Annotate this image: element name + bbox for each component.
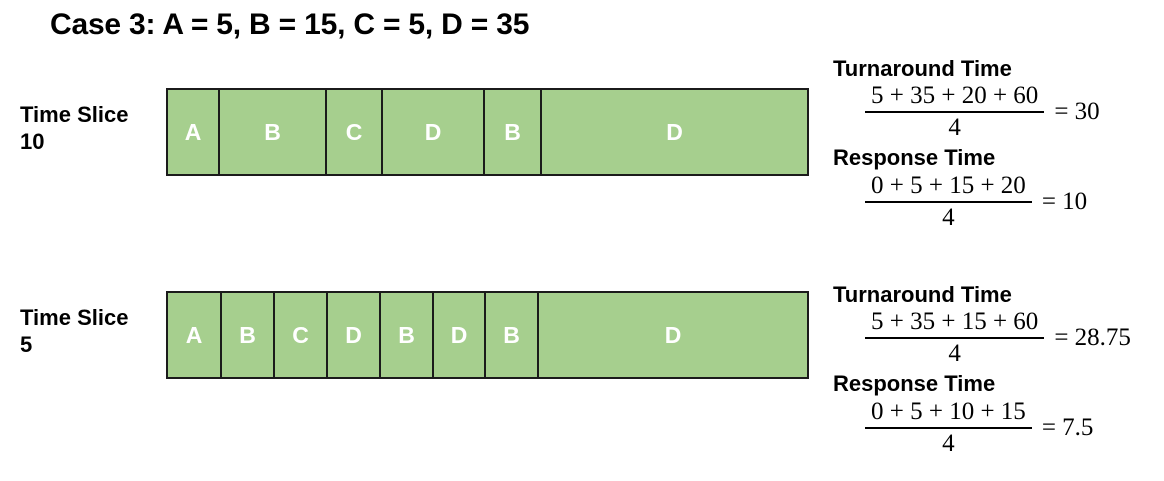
row-label-time-slice-5: Time Slice 5 xyxy=(20,305,165,359)
timeline-segment-b: B xyxy=(381,293,434,377)
row-label-time-slice-10: Time Slice 10 xyxy=(20,102,165,156)
segment-label: B xyxy=(398,321,415,348)
fraction-numerator: 0 + 5 + 15 + 20 xyxy=(871,171,1026,199)
row-label-line1: Time Slice xyxy=(20,102,129,127)
fraction: 0 + 5 + 15 + 20 4 xyxy=(865,172,1032,232)
timeline-segment-b: B xyxy=(222,293,275,377)
row-label-line2: 10 xyxy=(20,128,45,154)
metric-title: Response Time xyxy=(833,145,996,171)
timeline-segment-b: B xyxy=(485,90,542,174)
fraction: 5 + 35 + 15 + 60 4 xyxy=(865,308,1045,368)
fraction-denominator: 4 xyxy=(942,203,955,231)
segment-label: D xyxy=(664,321,682,348)
fraction: 0 + 5 + 10 + 15 4 xyxy=(865,398,1032,458)
timeline-segment-d: D xyxy=(434,293,486,377)
metric-response-time: Response Time 0 + 5 + 10 + 15 4 = 7.5 xyxy=(833,371,1131,457)
metric-turnaround-time: Turnaround Time 5 + 35 + 20 + 60 4 = 30 xyxy=(833,56,1100,142)
metric-turnaround-time: Turnaround Time 5 + 35 + 15 + 60 4 = 28.… xyxy=(833,282,1131,368)
segment-label: D xyxy=(424,118,442,145)
segment-label: B xyxy=(264,118,281,145)
metric-result: = 30 xyxy=(1054,98,1100,126)
timeline-segment-a: A xyxy=(168,90,220,174)
segment-label: D xyxy=(345,321,362,348)
metric-formula: 0 + 5 + 10 + 15 4 = 7.5 xyxy=(833,398,1131,458)
page-title: Case 3: A = 5, B = 15, C = 5, D = 35 xyxy=(50,8,530,41)
timeline-segment-d: D xyxy=(383,90,485,174)
timeline-segment-c: C xyxy=(275,293,328,377)
metric-result: = 28.75 xyxy=(1054,324,1131,352)
segment-label: A xyxy=(185,321,203,348)
metric-formula: 0 + 5 + 15 + 20 4 = 10 xyxy=(833,172,1100,232)
fraction-bar xyxy=(865,337,1045,340)
metric-title: Turnaround Time xyxy=(833,282,1012,307)
timeline-segment-d: D xyxy=(539,293,807,377)
metric-formula: 5 + 35 + 15 + 60 4 = 28.75 xyxy=(833,308,1131,368)
metric-result: = 7.5 xyxy=(1041,413,1094,441)
fraction-denominator: 4 xyxy=(942,429,955,457)
fraction-denominator: 4 xyxy=(948,340,961,368)
segment-label: C xyxy=(345,118,363,145)
metric-title: Turnaround Time xyxy=(833,56,1012,81)
metric-response-time: Response Time 0 + 5 + 15 + 20 4 = 10 xyxy=(833,145,1100,231)
metrics-time-slice-10: Turnaround Time 5 + 35 + 20 + 60 4 = 30 … xyxy=(833,56,1100,235)
segment-label: A xyxy=(184,118,202,145)
metric-formula: 5 + 35 + 20 + 60 4 = 30 xyxy=(833,82,1100,142)
segment-label: B xyxy=(503,321,520,348)
fraction: 5 + 35 + 20 + 60 4 xyxy=(865,82,1045,142)
metrics-time-slice-5: Turnaround Time 5 + 35 + 15 + 60 4 = 28.… xyxy=(833,282,1131,461)
metric-result: = 10 xyxy=(1041,187,1088,215)
timeline-segment-d: D xyxy=(542,90,807,174)
timeline-segment-a: A xyxy=(168,293,222,377)
segment-label: D xyxy=(450,321,468,348)
fraction-numerator: 0 + 5 + 10 + 15 xyxy=(871,397,1026,425)
row-label-line1: Time Slice xyxy=(20,305,129,330)
timeline-segment-b: B xyxy=(486,293,539,377)
metric-title: Response Time xyxy=(833,371,996,397)
timeline-segment-b: B xyxy=(220,90,327,174)
segment-label: B xyxy=(504,118,521,145)
fraction-bar xyxy=(865,200,1032,203)
timeline-segment-c: C xyxy=(327,90,383,174)
fraction-numerator: 5 + 35 + 20 + 60 xyxy=(871,82,1039,110)
row-label-line2: 5 xyxy=(20,331,33,357)
fraction-bar xyxy=(865,426,1032,429)
segment-label: C xyxy=(292,321,309,348)
timeline-segment-d: D xyxy=(328,293,381,377)
segment-label: B xyxy=(239,321,256,348)
fraction-numerator: 5 + 35 + 15 + 60 xyxy=(871,308,1039,336)
fraction-bar xyxy=(865,111,1045,114)
segment-label: D xyxy=(666,118,683,145)
fraction-denominator: 4 xyxy=(948,114,961,142)
